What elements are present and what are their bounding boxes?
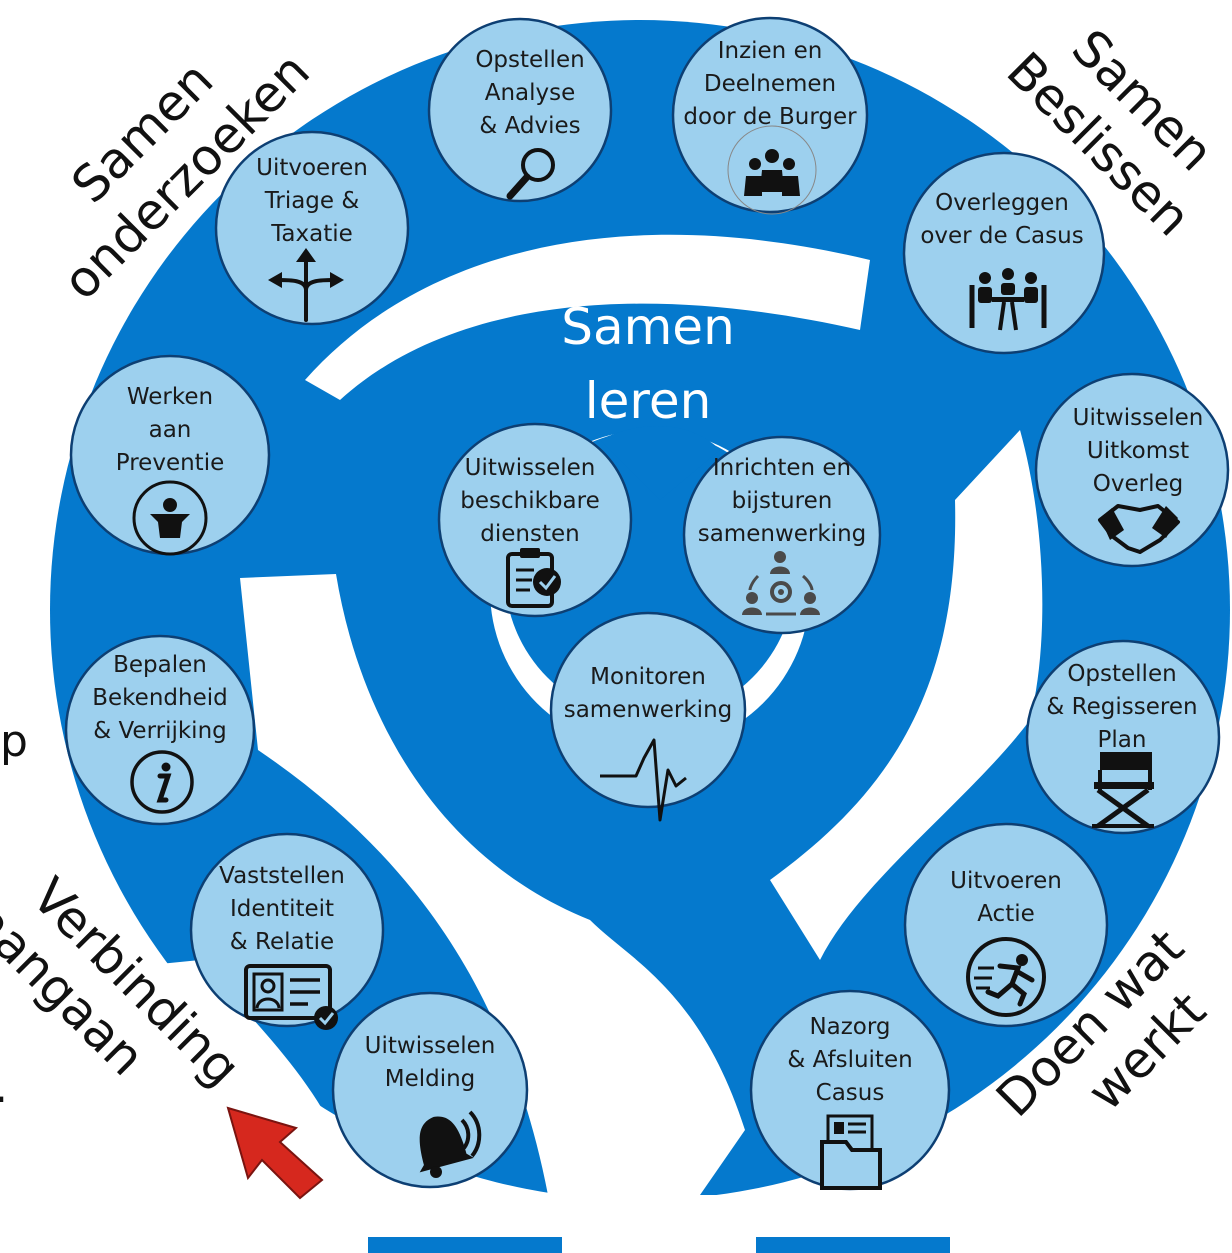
meeting-icon [969,268,1047,331]
svg-text:Vaststellen: Vaststellen [219,863,345,889]
svg-text:& Afsluiten: & Afsluiten [787,1047,912,1073]
folder-icon [820,1114,882,1190]
svg-text:Plan: Plan [1098,727,1147,753]
svg-text:over de Casus: over de Casus [920,223,1083,249]
edge-text-fragment: p [0,716,28,767]
clipboard-check-icon [506,548,561,608]
svg-text:Casus: Casus [816,1080,885,1106]
svg-text:Opstellen: Opstellen [475,47,584,73]
node-overleggen[interactable]: Overleggen over de Casus [902,151,1106,355]
svg-text:beschikbare: beschikbare [460,488,599,514]
svg-text:Identiteit: Identiteit [230,896,334,922]
svg-text:Overleg: Overleg [1093,471,1183,497]
handshake-icon [1098,504,1180,554]
node-actie[interactable]: Uitvoeren Actie [903,822,1109,1028]
directors-chair-icon [1092,752,1154,829]
node-inrichten[interactable]: Inrichten en bijsturen samenwerking [682,435,882,635]
team-cog-icon [742,551,820,616]
node-opstellen-analyse[interactable]: Opstellen Analyse & Advies [427,17,613,203]
bell-icon [419,1110,482,1178]
info-icon [130,750,194,814]
start-arrow [226,1106,324,1200]
svg-text:Uitkomst: Uitkomst [1087,438,1189,464]
svg-text:leren: leren [585,372,712,430]
svg-text:Analyse: Analyse [485,80,576,106]
svg-text:Samen: Samen [561,298,735,356]
svg-text:Inzien en: Inzien en [718,38,823,64]
svg-text:Deelnemen: Deelnemen [704,71,836,97]
svg-text:Inrichten en: Inrichten en [713,455,851,481]
svg-text:diensten: diensten [480,521,579,547]
svg-text:Taxatie: Taxatie [270,221,353,247]
svg-text:Werken: Werken [127,384,213,410]
svg-text:Overleggen: Overleggen [935,190,1069,216]
svg-text:samenwerking: samenwerking [564,697,733,723]
node-triage[interactable]: Uitvoeren Triage & Taxatie [214,130,410,326]
node-inzien[interactable]: Inzien en Deelnemen door de Burger [671,16,869,215]
phase-label-leren: Samen leren [561,298,735,430]
running-icon [966,937,1046,1017]
svg-text:Melding: Melding [385,1066,476,1092]
svg-text:Opstellen: Opstellen [1067,661,1176,687]
svg-text:& Regisseren: & Regisseren [1046,694,1197,720]
node-melding[interactable]: Uitwisselen Melding [331,991,529,1189]
svg-text:& Relatie: & Relatie [230,929,334,955]
id-card-icon [244,964,338,1030]
svg-text:& Advies: & Advies [479,113,580,139]
svg-text:aan: aan [149,417,192,443]
svg-text:Actie: Actie [977,901,1035,927]
node-nazorg[interactable]: Nazorg & Afsluiten Casus [749,989,951,1191]
edge-text-dot: . [0,1062,8,1113]
node-bekendheid[interactable]: Bepalen Bekendheid & Verrijking [64,634,256,826]
svg-text:Uitwisselen: Uitwisselen [365,1033,496,1059]
svg-text:Bekendheid: Bekendheid [92,685,227,711]
node-monitoren[interactable]: Monitoren samenwerking [549,611,747,822]
svg-text:Uitwisselen: Uitwisselen [465,455,596,481]
person-icon [132,480,208,556]
svg-text:& Verrijking: & Verrijking [93,718,227,744]
magnifier-icon [506,148,555,200]
svg-text:bijsturen: bijsturen [732,488,833,514]
svg-text:Preventie: Preventie [116,450,224,476]
svg-text:Monitoren: Monitoren [590,664,706,690]
node-preventie[interactable]: Werken aan Preventie [69,354,271,556]
svg-text:Bepalen: Bepalen [113,652,207,678]
svg-text:Nazorg: Nazorg [809,1014,890,1040]
svg-text:Triage &: Triage & [264,188,360,214]
split-arrows-icon [268,248,344,322]
node-regisseren[interactable]: Opstellen & Regisseren Plan [1025,639,1221,835]
node-diensten[interactable]: Uitwisselen beschikbare diensten [437,422,633,618]
heartbeat-icon [600,738,687,822]
svg-text:samenwerking: samenwerking [698,521,867,547]
group-icon [727,125,817,215]
node-uitkomst[interactable]: Uitwisselen Uitkomst Overleg [1034,372,1230,568]
node-identiteit[interactable]: Vaststellen Identiteit & Relatie [189,832,385,1030]
svg-text:Uitwisselen: Uitwisselen [1073,405,1204,431]
svg-text:Uitvoeren: Uitvoeren [950,868,1062,894]
svg-text:Uitvoeren: Uitvoeren [256,155,368,181]
